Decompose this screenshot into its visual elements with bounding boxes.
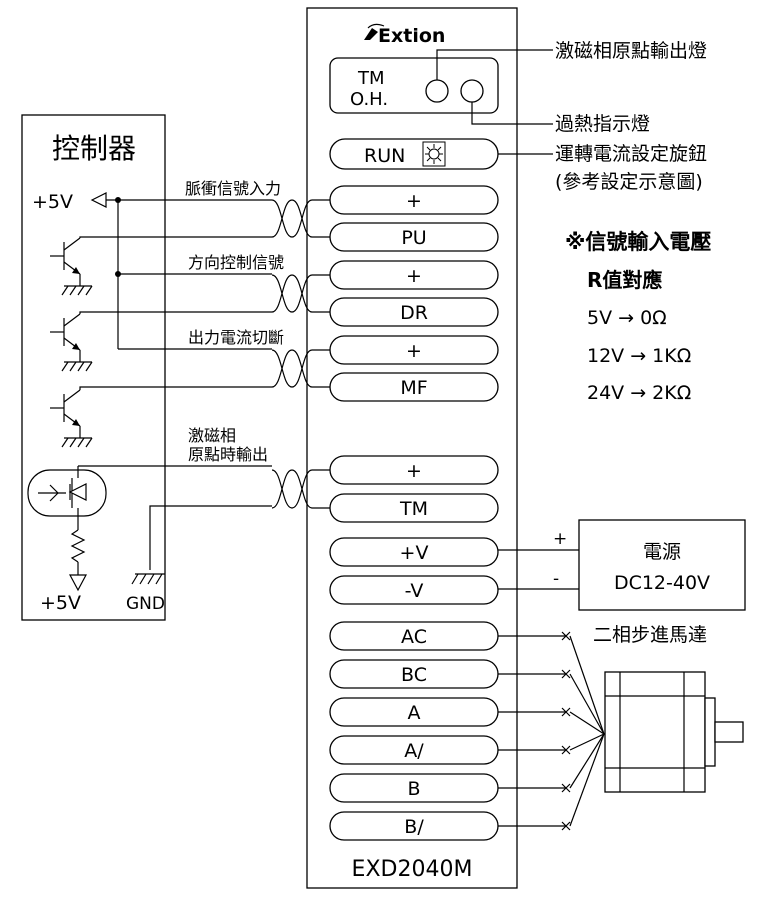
twisted-wire-a-1 [271,274,330,313]
power-title: 電源 [643,541,681,563]
voltage-table-subtitle: R值對應 [587,268,662,292]
knob-callout-1: 運轉電流設定旋鈕 [555,143,707,165]
twisted-wire-a-0 [271,199,330,238]
gnd-wire [149,505,272,570]
wire-break-icon-4 [561,783,571,793]
motor-lead-3 [569,733,605,751]
controller-5v-top: +5V [32,191,73,213]
indicator-label-oh: O.H. [350,89,388,110]
terminal-label-3: DR [400,302,428,324]
twisted-wire-b-0 [271,199,330,238]
tm-lamp [425,79,449,103]
tm-lamp-callout: 激磁相原點輸出燈 [555,40,707,62]
power-range: DC12-40V [614,572,710,594]
terminal-label-5: MF [400,377,427,399]
twisted-wire-b-1 [271,274,330,313]
terminal-label-13: A/ [404,740,424,762]
terminal-label-1: PU [401,227,426,249]
twisted-wire-b-3 [271,469,330,509]
motor-lead-5 [569,733,605,827]
npn-transistor-icon-0 [50,236,272,296]
npn-transistor-icon-2 [50,386,272,448]
twisted-wire-a-3 [271,469,330,509]
stepper-motor-icon [604,671,744,793]
signal-direction-label: 方向控制信號 [188,253,284,272]
indicator-panel [329,57,499,114]
twisted-pair-group [271,199,330,509]
gnd-label: GND [126,594,165,614]
signal-tm-label-1: 激磁相 [188,426,236,445]
terminal-label-15: B/ [404,816,424,838]
terminal-label-8: +V [400,542,429,564]
terminal-label-14: B [407,778,420,800]
terminal-label-7: TM [399,498,428,520]
current-knob-icon [422,141,446,167]
terminal-label-4: + [406,340,422,362]
power-minus-sign: - [553,569,559,589]
logo-mark [364,28,378,40]
knob-callout-2: (參考設定示意圖) [555,171,703,193]
terminal-label-6: + [406,460,422,482]
twisted-wire-b-2 [271,349,330,388]
optocoupler-icon [27,465,272,592]
terminal-label-10: AC [401,626,427,648]
terminal-label-12: A [408,702,421,724]
oh-lamp-callout: 過熱指示燈 [555,113,650,135]
motor-lead-2 [569,711,605,735]
terminal-label-0: + [406,190,422,212]
voltage-row-24v: 24V → 2KΩ [587,382,691,404]
terminal-label-9: -V [405,580,424,602]
voltage-row-12v: 12V → 1KΩ [587,345,691,367]
motor-lead-4 [569,733,605,789]
twisted-wire-a-2 [271,349,330,388]
signal-mf-label: 出力電流切斷 [188,328,284,347]
run-panel [329,138,499,170]
terminal-8 [329,537,499,567]
motor-wiring [498,631,605,831]
wire-break-icon-2 [561,707,571,717]
controller-title: 控制器 [52,132,136,165]
wire-break-icon-1 [561,669,571,679]
ground-icon [131,573,165,585]
npn-transistor-icon-1 [50,311,272,372]
oh-lamp [460,79,484,103]
motor-lead-0 [569,635,605,735]
wire-break-icon-5 [561,821,571,831]
terminal-label-2: + [406,265,422,287]
extion-logo: Extion [364,23,445,47]
power-supply-box [578,519,746,611]
brand-name: Extion [378,25,445,47]
signal-tm-label-2: 原點時輸出 [188,445,268,464]
voltage-row-5v: 5V → 0Ω [587,307,667,329]
motor-lead-1 [569,673,605,735]
motor-label: 二相步進馬達 [593,624,707,646]
wire-break-icon-0 [561,631,571,641]
controller-5v-bottom: +5V [40,592,81,614]
transistor-group [50,236,272,448]
oh-lamp-leader [471,102,553,125]
logo-swoosh [367,23,385,29]
terminal-9 [329,575,499,605]
run-label: RUN [364,145,405,167]
indicator-label-tm: TM [357,68,385,89]
terminal-block: + PU + DR + MF + TM +V -V AC BC A A/B B/ [329,185,499,841]
tm-lamp-leader [436,49,553,80]
power-plus-sign: + [553,529,567,549]
signal-pulse-label: 脈衝信號入力 [185,179,281,198]
model-label: EXD2040M [352,857,473,882]
voltage-table-title: ※信號輸入電壓 [565,230,711,254]
terminal-label-11: BC [401,664,427,686]
wire-break-icon-3 [561,745,571,755]
